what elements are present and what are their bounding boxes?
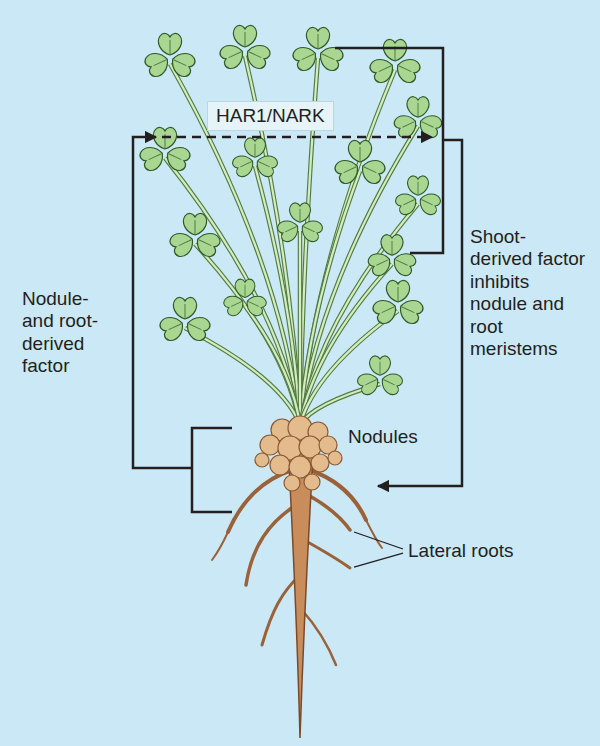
- nodule: [260, 435, 280, 455]
- label-holder: Lateral roots: [408, 540, 514, 562]
- stem: [165, 158, 300, 425]
- trifoliate-leaf: [394, 176, 443, 217]
- nodule: [255, 453, 269, 467]
- trifoliate-leaf: [143, 33, 197, 78]
- gene-label-box: HAR1/NARK: [207, 101, 334, 131]
- stem: [298, 231, 303, 425]
- nodule: [284, 475, 300, 491]
- trifoliate-leaf: [371, 280, 425, 325]
- part-label: Lateral roots: [408, 540, 514, 562]
- signal-label: Nodule- and root- derived factor: [22, 288, 114, 378]
- stem: [185, 328, 300, 425]
- label-holder: Shoot- derived factor inhibits nodule an…: [470, 226, 588, 360]
- trifoliate-leaf: [222, 279, 268, 318]
- stem: [300, 264, 392, 425]
- trifoliate-leaf: [368, 39, 422, 84]
- stem: [245, 306, 300, 425]
- stem: [299, 231, 301, 425]
- stem: [300, 126, 418, 425]
- nodule: [304, 474, 320, 490]
- trifoliate-leaf: [158, 297, 212, 342]
- trifoliate-leaf: [392, 97, 444, 140]
- label-holder: Nodule- and root- derived factor: [22, 288, 114, 378]
- stem: [245, 306, 300, 425]
- trifoliate-leaf: [333, 140, 387, 185]
- stem: [300, 126, 418, 425]
- trifoliate-leaf: [168, 213, 222, 258]
- nodule: [328, 451, 342, 465]
- taproot: [287, 425, 315, 738]
- signal-arrows: [133, 48, 462, 512]
- trifoliate-leaf: [218, 25, 272, 70]
- label-holder: Nodules: [348, 426, 418, 448]
- nodule: [270, 455, 290, 475]
- leader-lines: [354, 532, 403, 567]
- nodule: [311, 454, 329, 472]
- nodules: [255, 416, 342, 491]
- stem: [185, 328, 300, 425]
- trifoliate-leaf: [366, 235, 418, 278]
- leaves: [138, 25, 444, 396]
- stems: [165, 56, 418, 425]
- stem: [300, 264, 392, 425]
- trifoliate-leaf: [138, 127, 192, 172]
- trifoliate-leaf: [276, 203, 325, 244]
- trifoliate-leaf: [231, 138, 280, 179]
- signal-label: Shoot- derived factor inhibits nodule an…: [470, 226, 588, 360]
- stem: [165, 158, 300, 425]
- gene-name: HAR1/NARK: [216, 105, 325, 127]
- trifoliate-leaf: [291, 27, 345, 72]
- part-label: Nodules: [348, 426, 418, 448]
- trifoliate-leaf: [356, 356, 405, 397]
